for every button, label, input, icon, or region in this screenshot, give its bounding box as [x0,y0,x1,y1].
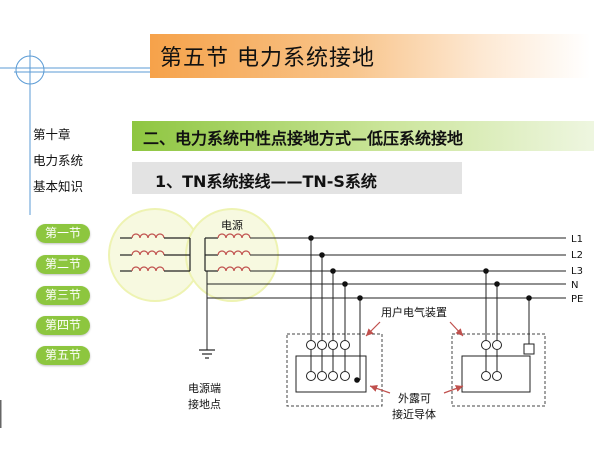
feeder-drops-right [485,271,530,371]
junction-dots-right [483,268,532,301]
power-source-label: 电源 [221,218,243,232]
terminal-row-top-left [306,340,350,350]
line-label-l2: L2 [571,250,583,261]
source-ground-label-line1: 电源端 [188,381,221,395]
pe-terminal-right [523,343,535,355]
exposed-conductor-label-line2: 接近导体 [392,407,436,421]
chapter-name-line1: 电力系统 [33,153,84,168]
nav-section-5-button[interactable]: 第五节 [36,346,90,365]
source-ground-symbol [199,349,215,359]
title-banner [150,34,590,78]
user-equipment-label: 用户电气装置 [381,305,447,319]
terminal-row-bottom-left [306,371,350,381]
exposed-conductor-label-line1: 外露可 [398,392,431,405]
nav-section-1-button[interactable]: 第一节 [36,224,90,243]
source-ground-label-line2: 接地点 [188,398,221,411]
transformer-primary-windings [120,233,191,272]
section-subtitle: 二、电力系统中性点接地方式—低压系统接地 [143,129,464,148]
feeder-drops-left [310,238,361,381]
line-label-l3: L3 [571,266,583,277]
chapter-name-line2: 基本知识 [33,179,84,194]
consumer-box-right [451,333,546,407]
nav-section-2-button[interactable]: 第二节 [36,255,90,274]
terminal-row-bottom-right [481,371,502,381]
terminal-row-top-right [481,340,502,350]
exposed-conductor-arrows [369,384,464,394]
consumer-box-left [286,333,383,407]
page-title: 第五节 电力系统接地 [160,46,375,71]
line-label-n: N [571,280,578,291]
chapter-number: 第十章 [33,127,71,142]
line-label-l1: L1 [571,234,583,245]
supply-bus-lines [206,237,566,350]
junction-dots-left [308,235,363,383]
user-equipment-arrows [365,321,464,337]
topic-banner [132,162,462,194]
nav-section-3-button[interactable]: 第三节 [36,286,90,305]
line-label-pe: PE [571,294,583,305]
topic-title: 1、TN系统接线——TN-S系统 [155,172,377,191]
subtitle-banner [132,121,594,151]
nav-section-4-button[interactable]: 第四节 [36,316,90,335]
